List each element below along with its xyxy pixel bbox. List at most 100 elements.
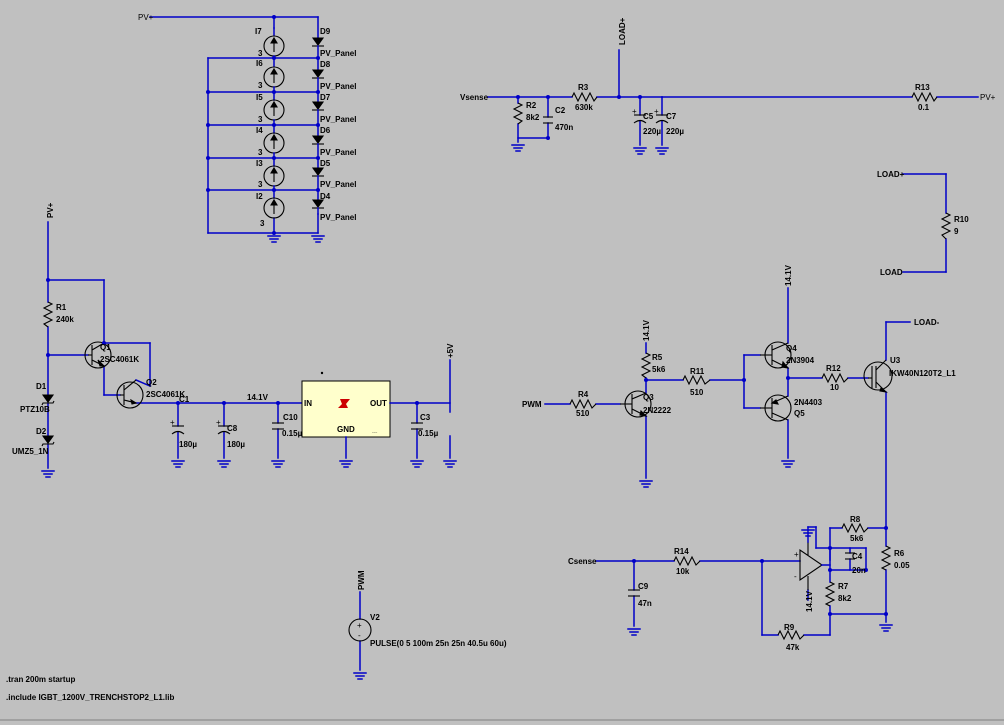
resistor-r9[interactable] [777,629,805,641]
label-c4: C4 [852,552,863,561]
label-d8: D8 [320,60,331,69]
resistor-r10[interactable] [940,212,952,240]
resistor-r3[interactable] [571,91,598,103]
value-d1: PTZ10B [20,405,50,414]
svg-text:+: + [170,418,175,427]
net-label-load-plus-r10: LOAD+ [877,170,905,179]
value-q4: 2N3904 [786,356,815,365]
resistor-r14[interactable] [673,555,701,567]
directive-tran[interactable]: .tran 200m startup [6,675,75,684]
label-i7: I7 [255,27,262,36]
current-source-i4[interactable] [263,124,285,159]
label-c3: C3 [420,413,431,422]
value-r5: 5k6 [652,365,666,374]
value-c2: 470n [555,123,573,132]
svg-text:-: - [794,572,797,581]
label-q2: Q2 [146,378,157,387]
svg-text:~~~: ~~~ [372,430,378,434]
net-label-14v1-op: 14.1V [805,590,814,612]
net-label-pv-left: PV+ [46,202,55,218]
label-r11: R11 [690,367,705,376]
opamp[interactable]: + - [794,526,831,590]
value-r14: 10k [676,567,690,576]
value-d2: UMZ5_1N [12,447,49,456]
current-source-i3[interactable] [263,157,285,191]
zener-d2[interactable] [41,435,55,447]
value-r8: 5k6 [850,534,864,543]
capacitor-c3[interactable] [411,422,423,430]
label-c1: C1 [179,395,190,404]
label-r13: R13 [915,83,930,92]
label-v2: V2 [370,613,380,622]
transistor-q1[interactable] [84,341,112,369]
load-block: LOAD+ LOAD R10 9 [877,170,969,277]
transistor-q2[interactable] [116,379,144,409]
label-u3: U3 [890,356,901,365]
capacitor-c7[interactable]: + [654,107,669,124]
value-q2: 2SC4061K [146,390,185,399]
resistor-r12[interactable] [821,372,849,384]
label-d2: D2 [36,427,47,436]
diode-d5[interactable] [311,157,325,191]
label-r8: R8 [850,515,861,524]
diode-d8[interactable] [311,57,325,93]
transistor-q4[interactable] [760,341,792,369]
label-r4: R4 [578,390,589,399]
transistor-q5[interactable] [760,394,792,422]
lt-logo-icon [338,399,350,408]
value-r13: 0.1 [918,103,930,112]
value-d6: PV_Panel [320,148,356,157]
zener-d1[interactable] [41,394,55,406]
current-source-i7[interactable] [263,27,285,59]
capacitor-c10[interactable] [272,422,284,430]
vsense-block: + + Vsense PV+ LOAD+ R2 8k2 C2 470n R3 6… [460,17,996,155]
label-i5: I5 [256,93,263,102]
value-i3: 3 [258,180,263,189]
current-source-i2[interactable] [263,189,285,219]
resistor-r7[interactable] [824,581,836,607]
value-d9: PV_Panel [320,49,356,58]
net-label-14v1-reg: 14.1V [247,393,269,402]
svg-text:+: + [654,107,659,116]
diode-d4[interactable] [311,189,325,215]
label-q5: Q5 [794,409,805,418]
current-source-i6[interactable] [263,57,285,93]
igbt-u3[interactable] [863,359,893,393]
label-c2: C2 [555,106,566,115]
capacitor-c5[interactable]: + [632,107,647,124]
value-c4: 20n [852,566,866,575]
resistor-r5[interactable] [640,352,652,379]
capacitor-c1[interactable]: + [170,418,185,435]
resistor-r6[interactable] [880,545,892,571]
voltage-source-v2[interactable]: +- [348,618,372,642]
capacitor-c9[interactable] [628,589,640,597]
regulator-in-pin: IN [304,399,312,408]
capacitor-c2[interactable] [543,116,553,124]
net-label-14v1-q3: 14.1V [642,319,651,341]
diode-d9[interactable] [311,37,325,59]
resistor-r4[interactable] [569,398,597,410]
label-c8: C8 [227,424,238,433]
net-label-pwm-src: PWM [357,570,366,590]
resistor-r2[interactable] [512,102,524,125]
transistor-q3[interactable] [620,390,652,418]
net-label-load-plus-top: LOAD+ [618,17,627,45]
resistor-r13[interactable] [911,91,938,103]
value-i4: 3 [258,148,263,157]
resistor-r11[interactable] [682,374,711,386]
diode-d7[interactable] [311,91,325,126]
resistor-r1[interactable] [42,301,54,328]
capacitor-c8[interactable]: + [216,418,231,435]
supply-block: + + PV+ R1 240k Q1 2SC4061K Q2 2SC4061K … [12,202,303,478]
current-source-i5[interactable] [263,91,285,126]
label-q3: Q3 [643,393,654,402]
directive-include[interactable]: .include IGBT_1200V_TRENCHSTOP2_L1.lib [6,693,174,702]
label-r3: R3 [578,83,589,92]
label-d4: D4 [320,192,331,201]
value-i2: 3 [260,219,265,228]
value-r6: 0.05 [894,561,910,570]
capacitor-c4[interactable] [845,552,855,560]
pv-panel-block: PV+ I7 3 I6 3 I5 3 I4 3 I3 3 I2 3 D9 PV_… [138,13,356,243]
resistor-r8[interactable] [841,522,869,534]
